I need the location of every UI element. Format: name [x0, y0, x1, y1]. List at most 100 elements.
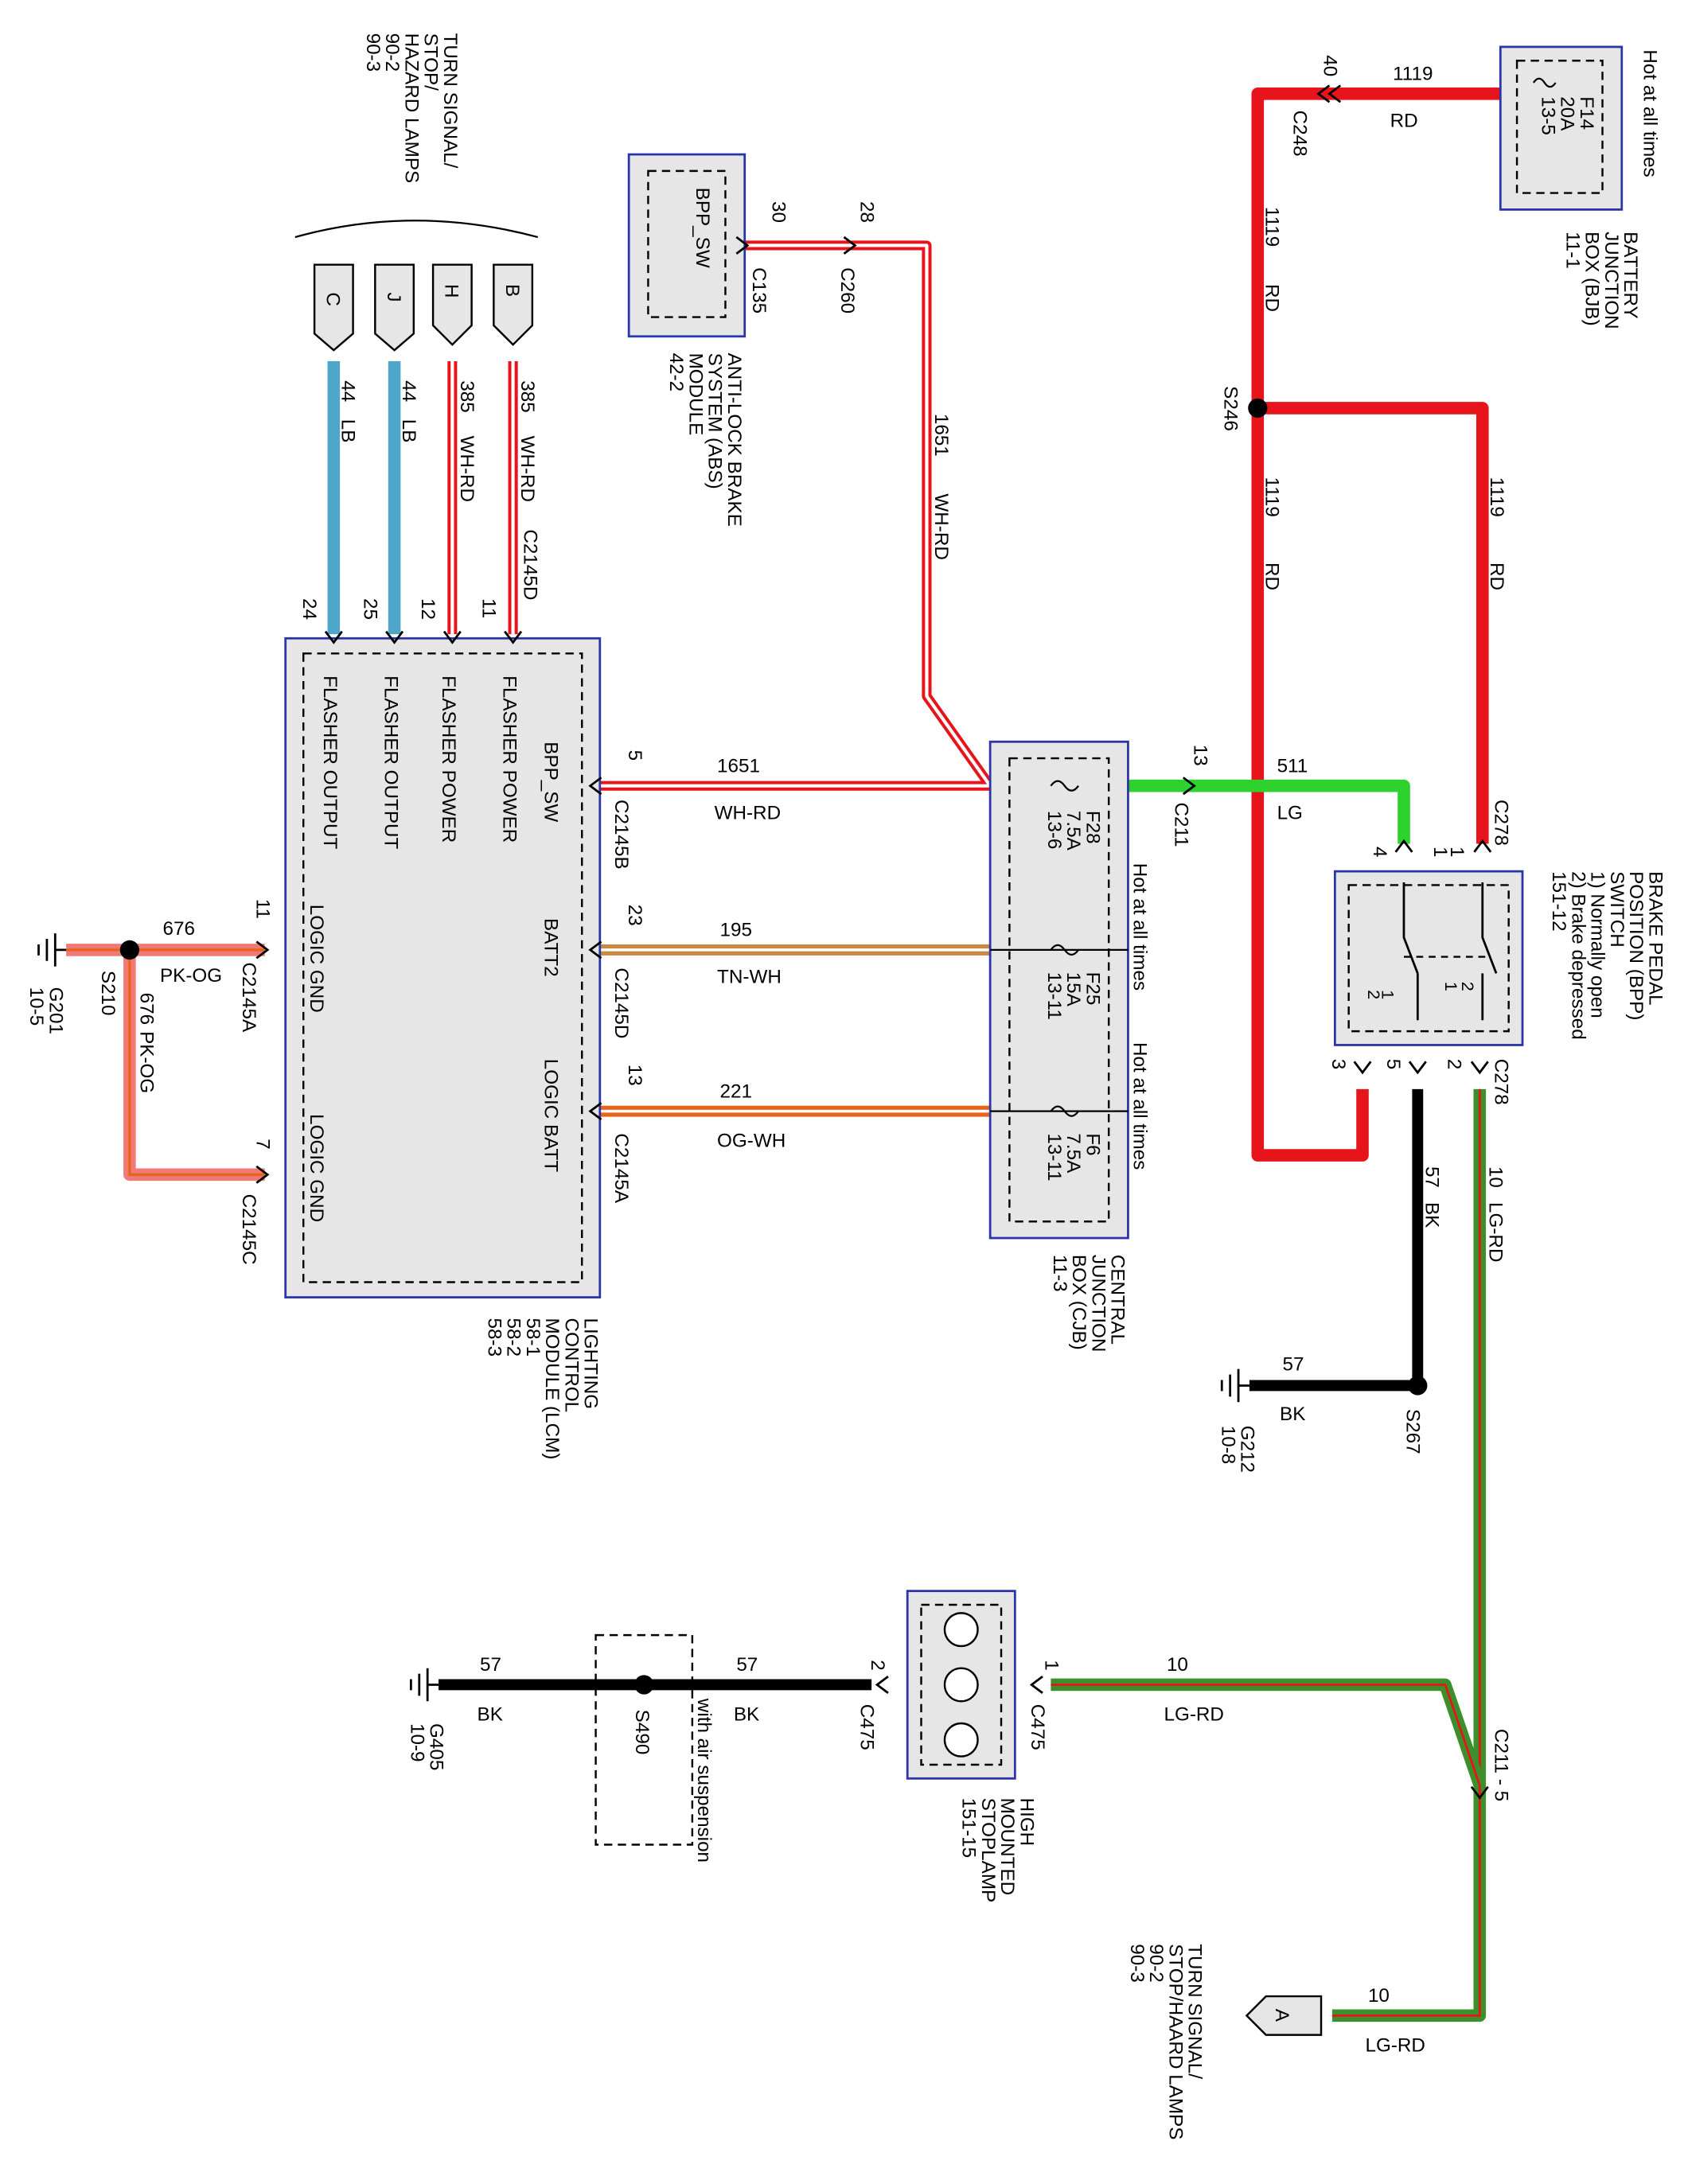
switch-icon-1 [1402, 882, 1419, 1021]
conn-c278-top-1 [1394, 839, 1413, 853]
pin-13a: 13 [624, 1065, 645, 1086]
lcm-pin-logic-gnd-1: LOGIC GND [306, 905, 327, 1013]
bpp-switch-digit-4: 2 [1458, 982, 1478, 991]
cjb-caption-4: 11-3 [1049, 1255, 1070, 1292]
pin-25: 25 [359, 598, 380, 620]
plug-brace [294, 220, 539, 239]
cjb-f28-3: 13-6 [1043, 811, 1065, 850]
wire-57-bk-bpp [1249, 1088, 1424, 1392]
label-c260: C260 [836, 267, 858, 313]
label-c475-1: C475 [1027, 1704, 1048, 1750]
bjb-caption-3: BOX (BJB) [1581, 232, 1603, 326]
splice-s490-dot [634, 1675, 654, 1695]
abs-module: BPP_SW ANTI-LOCK BRAKE SYSTEM (ABS) MODU… [627, 153, 747, 527]
wire-10-bot-color: LG-RD [1365, 2034, 1425, 2056]
wire-385a-circuit: 385 [456, 380, 478, 412]
bjb: F14 20A 13-5 Hot at all times BATTERY JU… [1499, 45, 1660, 329]
ts-bot-1: TURN SIGNAL/ [1184, 1944, 1206, 2079]
bjb-fuse-20a: 20A [1557, 96, 1578, 131]
label-c278-bot: C278 [1490, 1059, 1511, 1105]
conn-c278-bot-3 [1470, 1061, 1489, 1075]
wire-57-g405-color: BK [478, 1704, 503, 1726]
pin-30: 30 [767, 201, 789, 223]
plugs: C J H B A [294, 220, 1323, 2036]
wire-511-lg [1128, 779, 1410, 844]
g201-label: G201 [45, 987, 66, 1034]
wire-57-hmsl-circuit: 57 [736, 1654, 758, 1676]
abs-caption-1: ANTI-LOCK BRAKE [723, 353, 745, 527]
cjb-f6-2: 7.5A [1062, 1133, 1084, 1174]
label-c2145a-gnd: C2145A [238, 962, 259, 1032]
label-c2145b: C2145B [610, 800, 632, 870]
wire-385a-color: WH-RD [456, 436, 478, 503]
plug-a [1245, 1995, 1323, 2036]
hmsl-caption-2: MOUNTED [996, 1798, 1018, 1896]
ground-icon-g212 [1220, 1368, 1249, 1403]
wire-44b-color: LB [398, 419, 419, 443]
wire-10-hmsl-color: LG-RD [1164, 1704, 1223, 1726]
conn-c278-bot-1 [1353, 1061, 1372, 1075]
cjb-hot-2: Hot at all times [1129, 1042, 1150, 1170]
pin-7: 7 [251, 1139, 273, 1149]
cjb: F28 7.5A 13-6 F25 15A 13-11 F6 7.5A 13-1… [988, 740, 1150, 1352]
label-c211-5: C211 - 5 [1490, 1729, 1511, 1801]
label-c135: C135 [748, 267, 770, 313]
conn-lcm-top-2 [385, 630, 404, 644]
wire-1119-rd-top [1251, 88, 1503, 408]
fuse-icon [1050, 1105, 1079, 1117]
wire-1119-top-circuit: 1119 [1393, 64, 1433, 85]
connector-labels: C248 C135 C260 C2145D C2145B C2145D C214… [238, 111, 1511, 1802]
abs-pin-bpp-sw: BPP_SW [692, 188, 713, 268]
plug-j [374, 263, 415, 352]
abs-caption-3: MODULE [684, 353, 706, 436]
lcm-caption-5: 58-2 [503, 1318, 524, 1357]
wire-676-v-color: PK-OG [136, 1031, 158, 1093]
abs-caption-4: 42-2 [665, 353, 687, 392]
bjb-caption-4: 11-1 [1561, 232, 1583, 269]
conn-c2145d [588, 940, 602, 960]
pin-28: 28 [856, 201, 877, 223]
pin-bpp-4: 4 [1369, 847, 1390, 858]
ground-icon-g405 [409, 1668, 439, 1702]
grounds: G201 10-5 G212 10-8 G405 10-9 [25, 933, 1258, 1770]
wire-1119-v1-circuit: 1119 [1261, 207, 1283, 247]
pin-40: 40 [1319, 55, 1340, 76]
hmsl: HIGH MOUNTED STOPLAMP 151-15 [906, 1590, 1037, 1903]
bulb-icon [943, 1667, 979, 1703]
pin-11-gnd: 11 [251, 899, 273, 919]
lcm-pin-logic-gnd-2: LOGIC GND [306, 1114, 327, 1222]
splice-s267-dot [1408, 1376, 1428, 1396]
wire-676-v-circuit: 676 [136, 993, 158, 1025]
wire-1119-v3-color: RD [1486, 563, 1507, 590]
wire-labels: 1119 RD 1119 RD 1119 RD 1119 RD 1651 WH-… [136, 64, 1507, 2057]
wire-511-color: LG [1277, 802, 1303, 823]
ts-top-4: 90-2 [381, 33, 403, 72]
label-c248: C248 [1288, 111, 1310, 157]
g201-ref: 10-5 [25, 987, 47, 1026]
wire-10-hmsl-circuit: 10 [1167, 1654, 1188, 1676]
lcm-pin-flasher-power-2: FLASHER POWER [498, 675, 520, 843]
wire-10-bot-circuit: 10 [1368, 1985, 1390, 2007]
wire-10-v-color: LG-RD [1484, 1202, 1506, 1262]
splice-s210: S210 [97, 971, 119, 1016]
wire-1119-top-color: RD [1390, 110, 1418, 131]
air-suspension-label: with air suspension [693, 1698, 715, 1863]
conn-c211 [1182, 777, 1196, 796]
cjb-f25-3: 13-11 [1043, 972, 1065, 1020]
lcm-module: FLASHER OUTPUT FLASHER OUTPUT FLASHER PO… [284, 637, 602, 1459]
wire-511-circuit: 511 [1277, 755, 1308, 777]
pin-numbers: 40 30 28 24 25 12 11 5 23 13 11 7 13 4 1… [251, 55, 1468, 1670]
hmsl-caption-3: STOPLAMP [977, 1798, 999, 1903]
conn-c475-2 [875, 1675, 889, 1694]
bjb-caption-2: JUNCTION [1600, 232, 1622, 329]
plug-c [313, 263, 354, 352]
pin-12: 12 [417, 598, 439, 620]
pin-bpp-3: 3 [1327, 1059, 1349, 1070]
bpp-caption-1: BRAKE PEDAL [1644, 871, 1666, 1005]
wire-221-circuit: 221 [720, 1080, 752, 1102]
bpp-caption-4: 1) Normally open [1587, 871, 1608, 1018]
conn-c211-5 [1470, 1785, 1489, 1800]
ts-top-1: TURN SIGNAL/ [439, 33, 461, 169]
wire-10-lg-rd-hmsl-stripe [1051, 1684, 1481, 1786]
